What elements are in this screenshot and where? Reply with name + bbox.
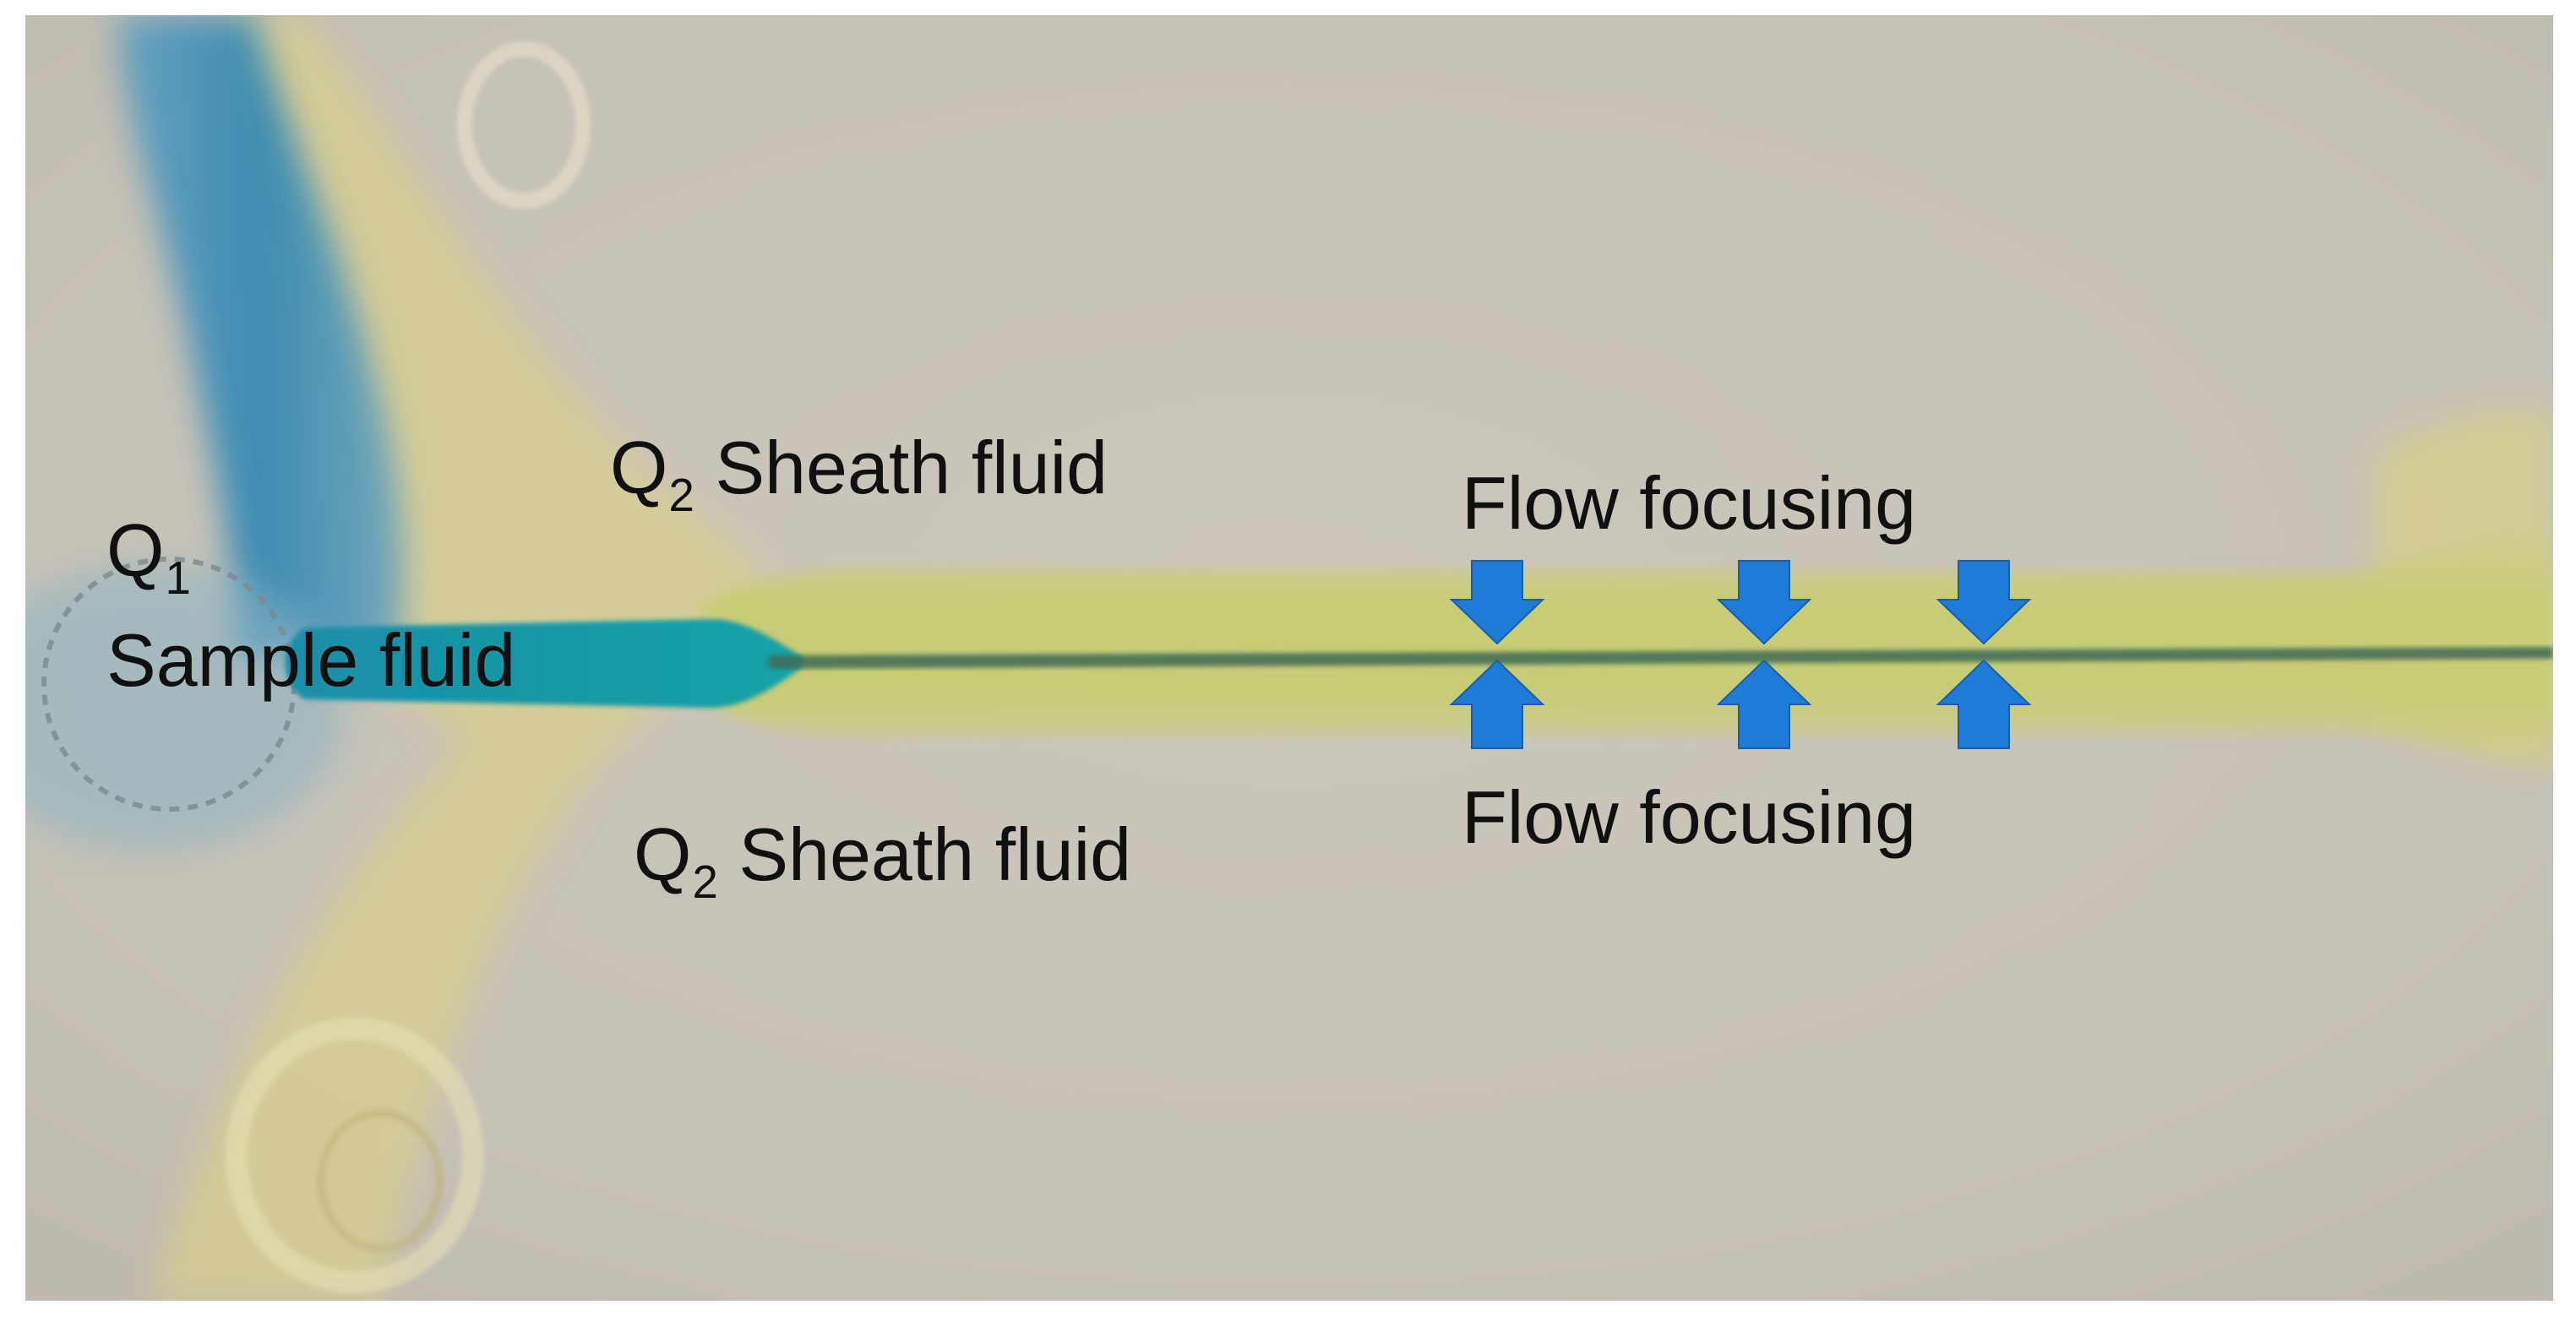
arrow-down-icon [1936, 560, 2032, 645]
arrow-up-icon [1936, 659, 2032, 749]
flow-focusing-bottom-label: Flow focusing [1462, 775, 1917, 859]
sample-fluid-label: Sample fluid [106, 618, 516, 702]
q1-label: Q1 [106, 508, 191, 604]
arrow-down-icon [1716, 560, 1812, 645]
q2-sheath-top-label: Q2 Sheath fluid [610, 426, 1108, 521]
microfluidic-photo [25, 15, 2553, 1301]
q2-sheath-bottom-label: Q2 Sheath fluid [634, 812, 1132, 908]
arrow-down-icon [1449, 560, 1545, 645]
arrow-up-icon [1716, 659, 1812, 749]
arrow-up-icon [1449, 659, 1545, 749]
flow-focusing-top-label: Flow focusing [1462, 461, 1917, 545]
